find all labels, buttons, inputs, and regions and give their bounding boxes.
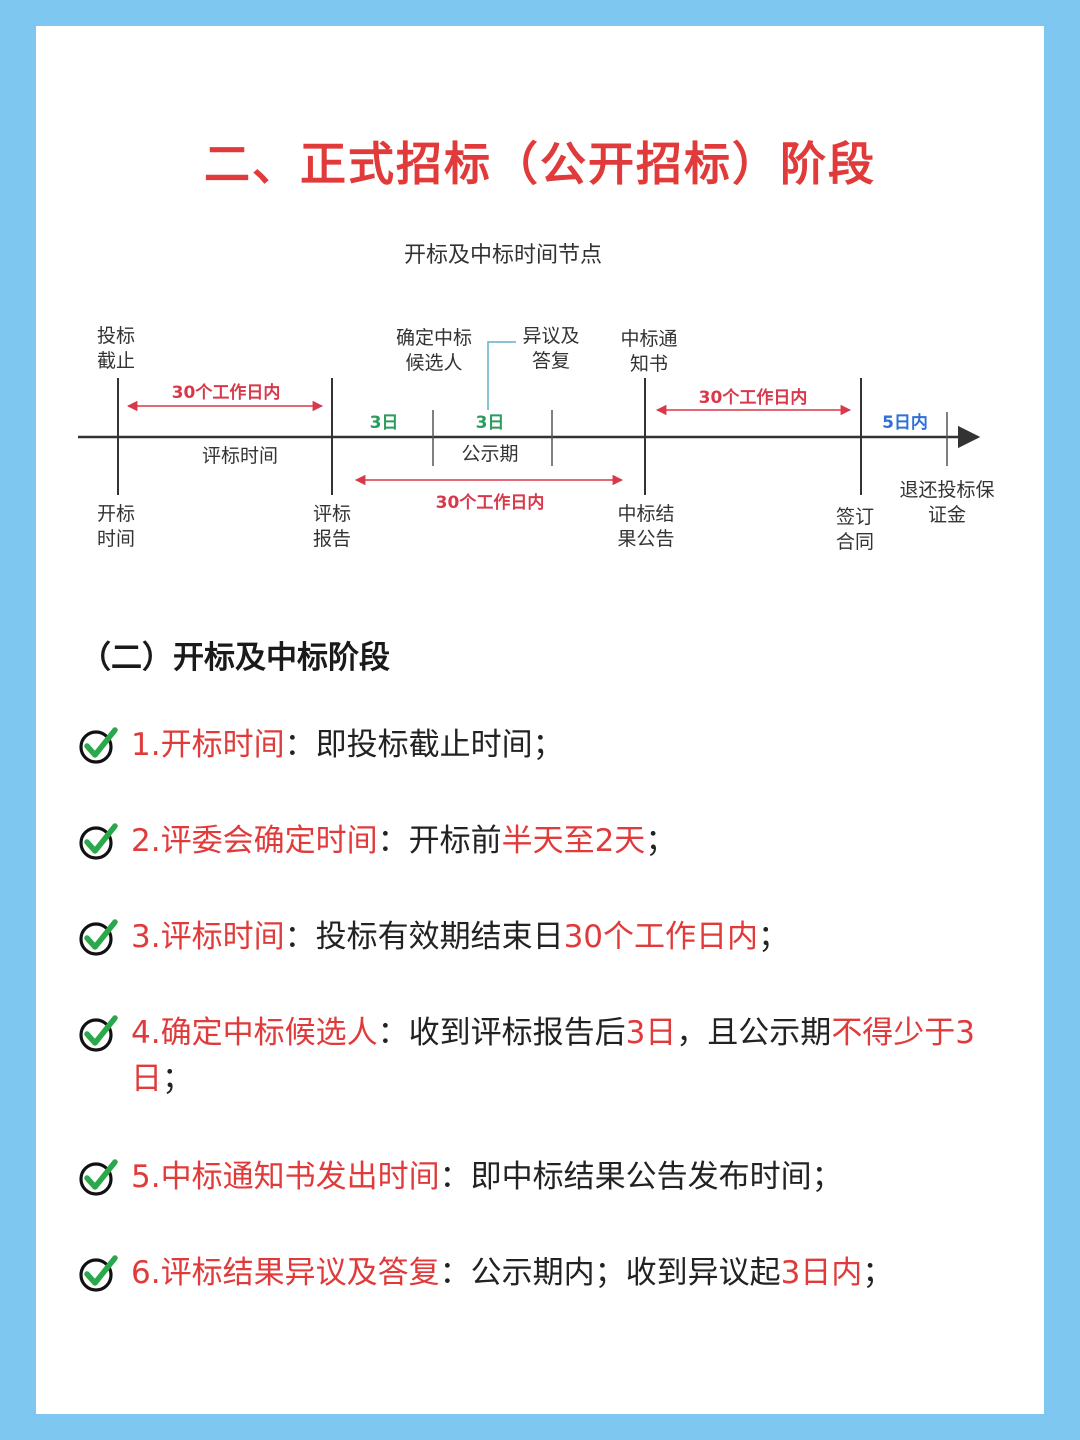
stage-item-label: 6.评标结果异议及答复 [131, 1255, 440, 1291]
check-icon [78, 822, 118, 873]
page-title: 二、正式招标（公开招标）阶段 [204, 137, 876, 191]
stage-item-separator: ： [439, 1255, 471, 1291]
stage-item-detail: 投标有效期结束日 [315, 919, 564, 955]
stage-item-label: 5.中标通知书发出时间 [131, 1159, 440, 1195]
node-bid-opening-line2: 时间 [97, 528, 135, 550]
node-bid-opening-line1: 开标 [97, 503, 135, 525]
timeline-diagram: 开标及中标时间节点 30个工作日内 评标时间 3日 3日 公示期 30个工作日内… [78, 243, 995, 553]
objection-connector [487, 341, 516, 410]
stage-item: 5.中标通知书发出时间：即中标结果公告发布时间； [78, 1154, 1008, 1200]
node-eval-report-line2: 报告 [313, 528, 351, 550]
span-label-eval-30: 30个工作日内 [172, 382, 281, 403]
node-award-notice-line2: 知书 [630, 353, 668, 375]
node-objection-reply-line1: 异议及 [522, 325, 579, 347]
node-result-notice-line2: 果公告 [617, 528, 674, 550]
node-eval-report-line1: 评标 [313, 503, 351, 525]
stage-item-detail: 公示期内；收到异议起 [470, 1255, 781, 1291]
span-label-within-5-days: 5日内 [882, 412, 928, 433]
stage-item-detail: 收到评标报告后 [408, 1015, 626, 1051]
stage-item-text: 3.评标时间：投标有效期结束日30个工作日内； [78, 914, 1008, 960]
stage-item: 2.评委会确定时间：开标前半天至2天； [78, 818, 1008, 864]
stage-item-highlight: 30个工作日内 [563, 919, 759, 955]
stage-item-detail: ； [758, 919, 790, 955]
span-label-day3-a: 3日 [370, 413, 399, 433]
node-award-notice-line1: 中标通 [620, 328, 677, 350]
check-icon [78, 1158, 118, 1209]
stage-item-detail: 即投标截止时间； [315, 727, 564, 763]
stage-item-text: 6.评标结果异议及答复：公示期内；收到异议起3日内； [78, 1250, 1008, 1296]
node-bid-deadline-line1: 投标 [97, 325, 135, 347]
stage-item-text: 2.评委会确定时间：开标前半天至2天； [78, 818, 1008, 864]
stage-item-label: 4.确定中标候选人 [131, 1015, 378, 1051]
stage-item-detail: 开标前 [408, 823, 502, 859]
stage-item: 1.开标时间：即投标截止时间； [78, 722, 1008, 768]
stage-item-detail: ； [862, 1255, 894, 1291]
node-refund-deposit-line2: 证金 [928, 504, 966, 526]
stage-item-highlight: 半天至2天 [501, 823, 646, 859]
timeline-caption: 开标及中标时间节点 [404, 243, 602, 268]
stage-item-separator: ： [377, 823, 409, 859]
stage-item-highlight: 3日内 [780, 1255, 863, 1291]
stage-item-detail: 即中标结果公告发布时间； [470, 1159, 843, 1195]
stage-item-highlight: 不得少于3日 [131, 1015, 976, 1097]
content-card [36, 26, 1044, 1414]
node-objection-reply-line2: 答复 [532, 350, 570, 372]
node-sign-contract-line2: 合同 [836, 531, 874, 553]
stage-item-text: 1.开标时间：即投标截止时间； [78, 722, 1008, 768]
span-label-publicity: 公示期 [461, 443, 518, 465]
stage-item: 6.评标结果异议及答复：公示期内；收到异议起3日内； [78, 1250, 1008, 1296]
span-label-eval-time: 评标时间 [202, 445, 278, 467]
check-icon [78, 918, 118, 969]
span-label-day3-b: 3日 [476, 413, 505, 433]
node-bid-deadline-line2: 截止 [97, 350, 135, 372]
stage-item-text: 5.中标通知书发出时间：即中标结果公告发布时间； [78, 1154, 1008, 1200]
node-confirm-candidate-line1: 确定中标 [396, 327, 472, 349]
stage-item-highlight: 3日 [625, 1015, 677, 1051]
node-confirm-candidate-line2: 候选人 [405, 352, 462, 374]
span-label-notice-contract-30: 30个工作日内 [699, 387, 808, 408]
node-result-notice-line1: 中标结 [617, 503, 674, 525]
node-refund-deposit-line1: 退还投标保 [899, 479, 994, 501]
stage-item-separator: ： [284, 727, 316, 763]
check-icon [78, 1014, 118, 1065]
stage-item-detail: ； [645, 823, 677, 859]
stage-item: 4.确定中标候选人：收到评标报告后3日，且公示期不得少于3日； [78, 1010, 1008, 1102]
node-sign-contract-line1: 签订 [836, 506, 874, 528]
stage-item-label: 2.评委会确定时间 [131, 823, 378, 859]
stage-item-label: 1.开标时间 [131, 727, 285, 763]
section-heading: （二）开标及中标阶段 [80, 640, 390, 676]
stage-item-separator: ： [377, 1015, 409, 1051]
check-icon [78, 1254, 118, 1305]
span-label-report-result-30: 30个工作日内 [436, 492, 545, 513]
stage-item-detail: ； [162, 1061, 193, 1097]
stage-item-detail: ，且公示期 [676, 1015, 832, 1051]
check-icon [78, 726, 118, 777]
stage-item-text: 4.确定中标候选人：收到评标报告后3日，且公示期不得少于3日； [78, 1010, 1008, 1102]
stage-item-separator: ： [284, 919, 316, 955]
stage-item: 3.评标时间：投标有效期结束日30个工作日内； [78, 914, 1008, 960]
stage-item-label: 3.评标时间 [131, 919, 285, 955]
stage-item-separator: ： [439, 1159, 471, 1195]
